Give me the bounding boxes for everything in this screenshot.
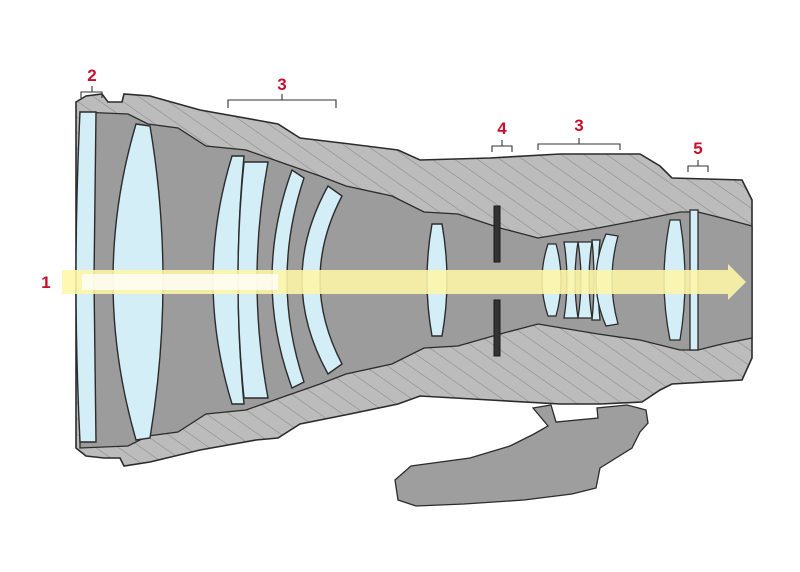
label-light-path: 1: [41, 273, 50, 292]
aperture-blades: [493, 205, 501, 357]
label-aperture: 4: [497, 119, 507, 138]
bracket-rear-filter: [687, 165, 709, 172]
bracket-rear-group: [537, 143, 621, 150]
bracket-aperture: [491, 145, 513, 152]
label-rear-group: 3: [574, 116, 583, 135]
label-front-group: 3: [277, 75, 286, 94]
label-front-protective-glass: 2: [87, 66, 96, 85]
bracket-front-group: [227, 99, 337, 108]
tripod-foot: [394, 404, 649, 507]
label-rear-filter: 5: [693, 139, 702, 158]
callout-numbers: 1 2 3 4 3 5: [41, 66, 702, 292]
callout-brackets: [80, 86, 709, 172]
light-path-arrow: [62, 264, 746, 300]
